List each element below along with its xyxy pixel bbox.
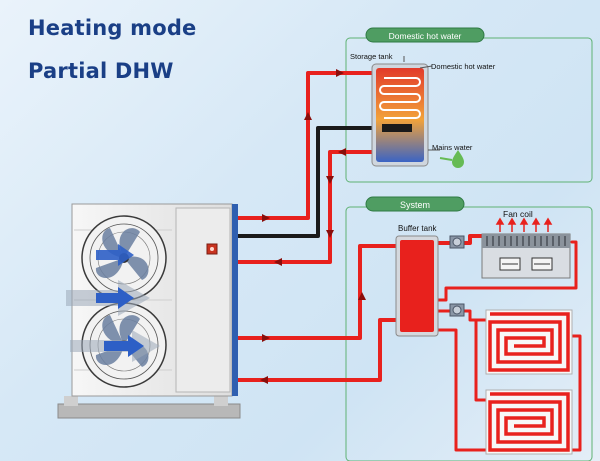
air-flow-arrows — [66, 244, 160, 362]
system-section-box — [345, 206, 593, 461]
floor-heating-icon — [485, 309, 573, 375]
dhw-mains-return-pipe — [236, 150, 382, 264]
fancoil-return-pipe — [434, 240, 578, 302]
storage-tank — [371, 63, 429, 167]
pump-icon — [449, 235, 465, 249]
flow-arrows — [260, 69, 366, 384]
page-title: Heating mode — [28, 16, 197, 40]
system-section-label: System — [400, 200, 430, 210]
floor-heating-icon — [485, 389, 573, 455]
heat-arrows-icon — [495, 217, 553, 232]
buffer-supply-pipe — [236, 244, 400, 340]
page-subtitle: Partial DHW — [28, 59, 174, 83]
system-section-header — [365, 196, 465, 212]
fan-coil-unit — [481, 233, 571, 279]
mains-water-label: Mains water — [432, 143, 473, 152]
storage-tank-label: Storage tank — [350, 52, 393, 61]
domestic-hot-water-label: Domestic hot water — [431, 62, 496, 71]
dhw-supply-pipe — [236, 71, 382, 220]
buffer-return-pipe — [236, 318, 400, 382]
dhw-return-pipe — [236, 126, 382, 238]
buffer-tank-label: Buffer tank — [398, 224, 438, 233]
floor-manifold-pipe — [474, 318, 490, 402]
water-drop-icon — [452, 150, 464, 168]
dhw-section-header — [365, 27, 485, 43]
fan-coil-label: Fan coil — [503, 209, 533, 219]
dhw-section-label: Domestic hot water — [389, 31, 462, 41]
buffer-tank — [395, 235, 439, 337]
pump-icon — [449, 303, 465, 317]
